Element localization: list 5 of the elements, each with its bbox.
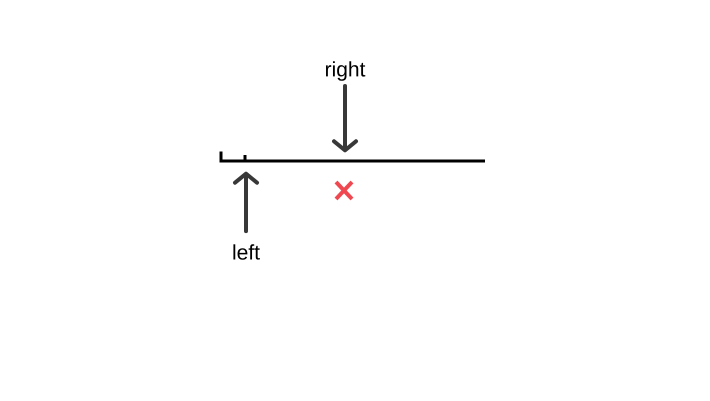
text-label: right (326, 61, 366, 81)
horizontal-line (221, 160, 485, 162)
arrow (233, 172, 259, 234)
text-label: left (233, 244, 260, 260)
arrow (332, 84, 358, 152)
